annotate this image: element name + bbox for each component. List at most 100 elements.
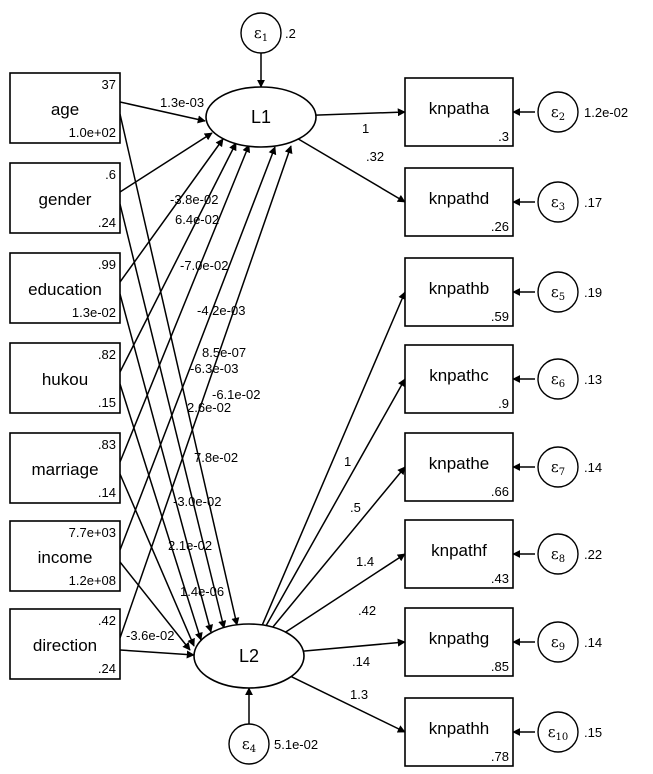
error-node-knpathe-circle	[537, 446, 579, 488]
exogenous-box	[9, 608, 121, 680]
error-node-knpathf-circle	[537, 533, 579, 575]
error-node-knpathg-symbol: ε9	[551, 633, 565, 653]
error-node-knpathd-symbol: ε3	[551, 193, 565, 213]
indicator-box	[404, 432, 514, 502]
error-node-L1-variance: .2	[285, 26, 296, 41]
loading-L2-to-knpathc	[265, 378, 406, 626]
coef-marriage-L2: 2.1e-02	[168, 538, 212, 553]
coef-age-L2: -6.1e-02	[212, 387, 260, 402]
indicator-name: knpathg	[429, 629, 490, 648]
loading-L1-to-knpatha	[315, 108, 406, 117]
indicator-box	[404, 519, 514, 589]
error-node-knpathc: ε6.13	[537, 358, 602, 400]
coef-gender-L1: -3.8e-02	[170, 192, 218, 207]
loading-L1-to-knpathd	[297, 138, 406, 203]
path-marriage-to-L2	[119, 473, 195, 647]
error-node-knpathb-variance: .19	[584, 285, 602, 300]
indicator-knpathf: knpathf.43	[404, 519, 514, 589]
exogenous-mean: .83	[98, 437, 116, 452]
coef-hukou-L2: -3.0e-02	[173, 494, 221, 509]
loading-L2-to-knpathb	[261, 291, 406, 626]
loading-knpatha: 1	[362, 121, 369, 136]
indicator-name: knpathh	[429, 719, 490, 738]
error-node-knpathb-symbol-subscript: 5	[559, 292, 565, 303]
latent-name: L2	[239, 646, 259, 666]
exogenous-variance: .24	[98, 661, 116, 676]
indicator-name: knpatha	[429, 99, 490, 118]
error-node-knpathh: ε10.15	[537, 711, 602, 753]
exogenous-mean: 37	[102, 77, 116, 92]
loading-knpathb: 1	[344, 454, 351, 469]
coef-age-L1: 1.3e-03	[160, 95, 204, 110]
exogenous-age: age 37 1.0e+02	[9, 72, 121, 144]
exogenous-gender: gender .6 .24	[9, 162, 121, 234]
error-node-knpathb-circle	[537, 271, 579, 313]
error-node-L2-circle	[228, 723, 270, 765]
error-node-knpathh-symbol-letter: ε	[548, 723, 556, 741]
exogenous-name: gender	[39, 190, 92, 209]
error-node-knpathe-symbol-letter: ε	[551, 458, 559, 476]
error-node-knpatha-symbol: ε2	[551, 103, 565, 123]
error-node-knpatha-variance: 1.2e-02	[584, 105, 628, 120]
path-marriage-to-L1	[119, 144, 250, 463]
exogenous-box	[9, 520, 121, 592]
error-node-knpathe-symbol-subscript: 7	[559, 467, 565, 478]
error-node-knpathc-symbol-letter: ε	[551, 370, 559, 388]
error-node-knpathb-symbol-letter: ε	[551, 283, 559, 301]
error-node-L2-variance: 5.1e-02	[274, 737, 318, 752]
indicator-knpathe: knpathe.66	[404, 432, 514, 502]
exogenous-name: age	[51, 100, 79, 119]
exogenous-mean: .6	[105, 167, 116, 182]
exogenous-hukou: hukou.82.15	[9, 342, 121, 414]
coef-education-L1: 6.4e-02	[175, 212, 219, 227]
indicator-knpathh: knpathh.78	[404, 697, 514, 767]
coefficients-layer: 1.3e-03-3.8e-026.4e-02-7.0e-02-4.2e-038.…	[126, 95, 384, 702]
error-node-knpathe-variance: .14	[584, 460, 602, 475]
exogenous-box	[9, 432, 121, 504]
exogenous-name: direction	[33, 636, 97, 655]
path-direction-to-L1	[119, 145, 293, 639]
exogenous-box	[9, 162, 121, 234]
indicator-knpathd: knpathd.26	[404, 167, 514, 237]
error-node-knpatha-symbol-letter: ε	[551, 103, 559, 121]
exogenous-variance: .24	[98, 215, 116, 230]
error-node-L1: ε1.2	[240, 12, 296, 54]
indicator-box	[404, 344, 514, 414]
path-income-to-L1	[119, 146, 277, 551]
loading-knpathc: .5	[350, 500, 361, 515]
coef-income-L2: 1.4e-06	[180, 584, 224, 599]
error-node-knpatha-symbol-subscript: 2	[559, 112, 565, 123]
exogenous-variance: 1.0e+02	[69, 125, 116, 140]
error-node-knpathf-symbol: ε8	[551, 545, 565, 565]
latent-ellipse	[205, 86, 317, 148]
indicator-intercept: .59	[491, 309, 509, 324]
error-node-L1-symbol-subscript: 1	[262, 33, 268, 44]
indicator-intercept: .85	[491, 659, 509, 674]
latent-name: L1	[251, 107, 271, 127]
indicator-intercept: .26	[491, 219, 509, 234]
error-node-L2-symbol: ε4	[242, 735, 256, 755]
error-node-knpathd-symbol-letter: ε	[551, 193, 559, 211]
error-node-knpathc-symbol-subscript: 6	[559, 379, 565, 390]
path-education-to-L1	[119, 138, 224, 283]
coef-education-L2: 7.8e-02	[194, 450, 238, 465]
error-node-knpathh-circle	[537, 711, 579, 753]
exogenous-variance: .14	[98, 485, 116, 500]
error-node-knpathg-circle	[537, 621, 579, 663]
loading-L2-to-knpathe	[272, 466, 406, 628]
path-age-to-L2	[119, 113, 240, 626]
path-age-to-L1	[119, 101, 206, 124]
exogenous-name: education	[28, 280, 102, 299]
path-gender-to-L1	[119, 132, 213, 193]
indicator-intercept: .66	[491, 484, 509, 499]
error-node-L2-symbol-subscript: 4	[250, 744, 256, 755]
error-node-knpatha-circle	[537, 91, 579, 133]
path-education-to-L2	[119, 293, 213, 633]
loading-knpathg: .14	[352, 654, 370, 669]
loading-L2-to-knpathg	[303, 638, 406, 652]
indicator-knpathb: knpathb.59	[404, 257, 514, 327]
error-node-knpathh-symbol-subscript: 10	[556, 732, 569, 743]
exogenous-box	[9, 72, 121, 144]
